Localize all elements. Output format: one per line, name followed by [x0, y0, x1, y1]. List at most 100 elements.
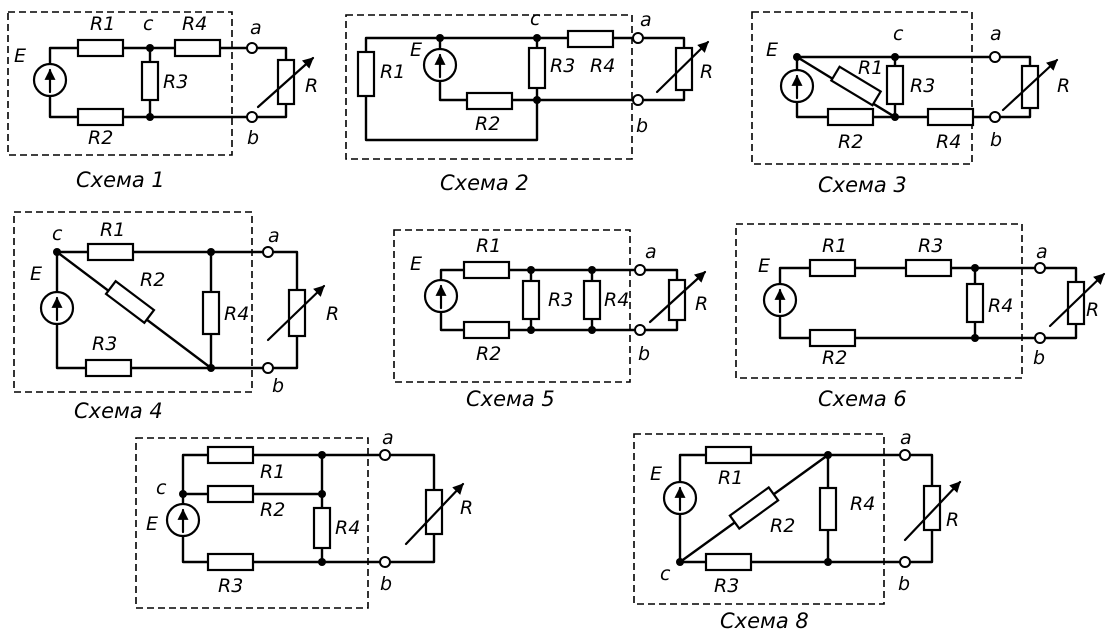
label-E: E — [410, 39, 422, 61]
R-load — [1020, 64, 1040, 110]
label-R3: R3 — [92, 333, 117, 355]
R4 — [818, 486, 838, 532]
label-a: a — [900, 427, 912, 449]
label-b: b — [272, 375, 284, 397]
R3 — [885, 64, 905, 106]
label-R1: R1 — [380, 61, 405, 83]
R-load — [922, 484, 942, 532]
label-c: c — [143, 13, 154, 35]
label-R1: R1 — [260, 461, 285, 483]
R3 — [140, 60, 160, 102]
label-a: a — [382, 427, 394, 449]
R4 — [566, 29, 615, 49]
terminal-b — [246, 111, 258, 123]
label-a: a — [645, 241, 657, 263]
R2 — [206, 484, 255, 504]
R2 — [462, 320, 511, 340]
label-c: c — [52, 223, 63, 245]
caption-scheme-8: Схема 8 — [720, 609, 809, 633]
scheme-2: E R1 c R3 R4 R2 a b R Схема 2 — [345, 8, 713, 195]
label-R2: R2 — [838, 131, 863, 153]
caption-scheme-1: Схема 1 — [76, 168, 165, 192]
label-R: R — [460, 497, 473, 519]
R-load — [424, 488, 444, 536]
R2 — [104, 279, 156, 325]
label-R3: R3 — [218, 575, 243, 597]
R1 — [462, 260, 511, 280]
R1 — [76, 38, 125, 58]
scheme-5: E R1 R3 R4 R2 a b R Схема 5 — [393, 229, 708, 411]
terminal-b — [262, 362, 274, 374]
R2 — [465, 91, 514, 111]
terminal-a — [989, 51, 1001, 63]
terminal-b — [632, 94, 644, 106]
terminal-a — [634, 264, 646, 276]
label-a: a — [1036, 241, 1048, 263]
scheme-7-box — [135, 437, 369, 609]
label-R4: R4 — [335, 517, 360, 539]
R1 — [356, 50, 376, 98]
label-R4: R4 — [988, 295, 1013, 317]
label-a: a — [990, 23, 1002, 45]
terminal-a — [262, 246, 274, 258]
label-R: R — [305, 75, 318, 97]
label-R3: R3 — [163, 71, 188, 93]
label-R1: R1 — [718, 467, 743, 489]
R2 — [728, 485, 780, 531]
label-R4: R4 — [604, 289, 629, 311]
R-load — [667, 278, 687, 322]
scheme-6-box — [735, 223, 1023, 379]
label-R: R — [946, 509, 959, 531]
scheme-5-box — [393, 229, 631, 383]
label-b: b — [990, 129, 1002, 151]
terminal-b — [379, 556, 391, 568]
scheme-7: R1 c R2 E R4 R3 a b R — [135, 427, 473, 609]
R1 — [829, 65, 883, 107]
R4 — [312, 506, 332, 550]
label-R3: R3 — [918, 235, 943, 257]
scheme-8-box — [633, 433, 885, 605]
label-R: R — [1057, 75, 1070, 97]
label-E: E — [650, 463, 662, 485]
label-R: R — [1086, 299, 1099, 321]
R-load — [1066, 280, 1086, 326]
terminal-a — [632, 32, 644, 44]
label-E: E — [758, 255, 770, 277]
label-E: E — [30, 263, 42, 285]
label-R1: R1 — [100, 219, 125, 241]
label-a: a — [268, 225, 280, 247]
label-c: c — [530, 8, 541, 30]
label-b: b — [1033, 347, 1045, 369]
caption-scheme-4: Схема 4 — [74, 399, 163, 423]
scheme-2-box — [345, 14, 633, 160]
caption-scheme-3: Схема 3 — [818, 173, 907, 197]
R1 — [704, 445, 753, 465]
label-E: E — [146, 513, 158, 535]
label-b: b — [638, 343, 650, 365]
label-R2: R2 — [475, 113, 500, 135]
label-R3: R3 — [714, 575, 739, 597]
R3 — [704, 552, 753, 572]
R3 — [904, 258, 953, 278]
label-R3: R3 — [548, 289, 573, 311]
terminal-a — [1034, 262, 1046, 274]
scheme-6: E R1 R3 R4 R2 a b R Схема 6 — [735, 223, 1106, 411]
R2 — [76, 107, 125, 127]
R3 — [527, 46, 547, 90]
label-R1: R1 — [858, 57, 883, 79]
R4 — [582, 279, 602, 321]
label-R3: R3 — [910, 75, 935, 97]
terminal-b — [1034, 332, 1046, 344]
label-c: c — [893, 23, 904, 45]
label-R4: R4 — [224, 303, 249, 325]
R1 — [206, 445, 255, 465]
scheme-3: E c R1 R3 R2 R4 a b R Схема 3 — [751, 11, 1070, 197]
label-a: a — [640, 9, 652, 31]
R4 — [201, 290, 221, 336]
terminal-b — [899, 556, 911, 568]
label-R1: R1 — [90, 13, 115, 35]
caption-scheme-6: Схема 6 — [818, 387, 907, 411]
scheme-3-box — [751, 11, 973, 165]
terminal-b — [989, 111, 1001, 123]
